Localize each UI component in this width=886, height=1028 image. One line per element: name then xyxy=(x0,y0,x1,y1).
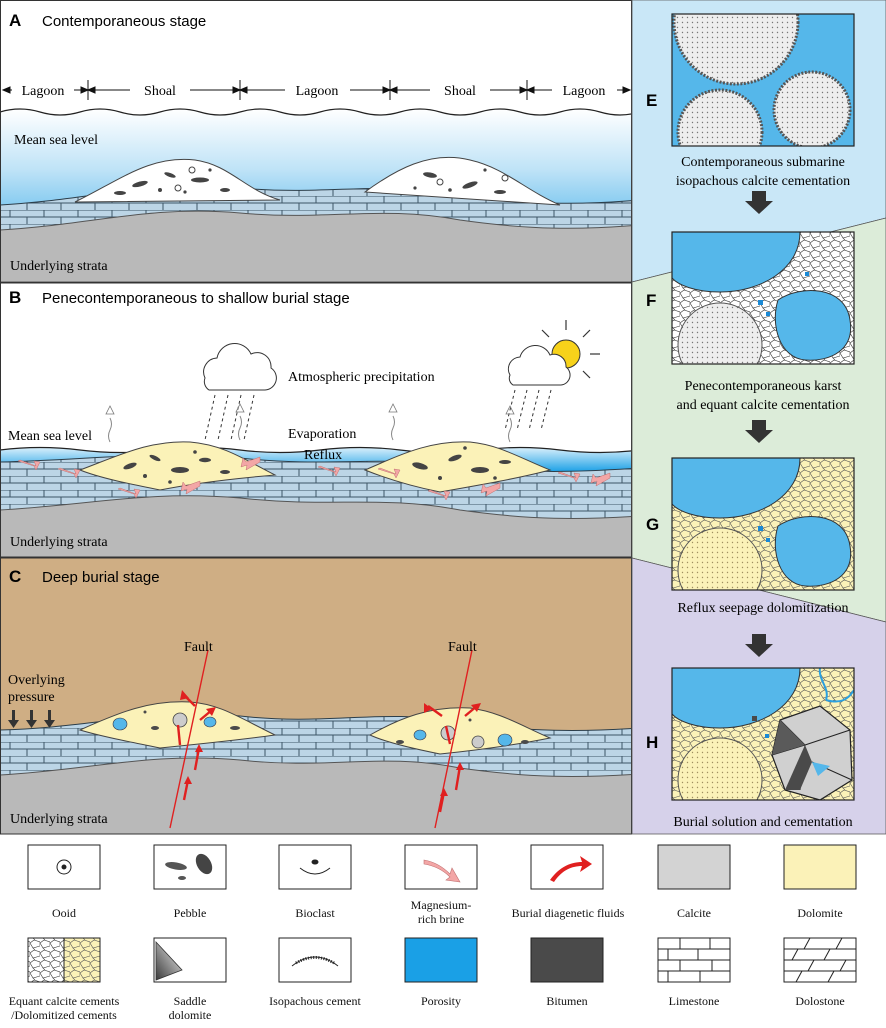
sea-level-label: Mean sea level xyxy=(14,133,98,148)
legend-swatch-brine xyxy=(404,844,478,890)
fault-label: Fault xyxy=(184,640,213,655)
underlying-label: Underlying strata xyxy=(10,812,108,827)
right-column: E F G H Contemporaneous submarine isopac… xyxy=(631,0,886,835)
legend-label-limestone: Limestone xyxy=(668,994,720,1008)
caption-h: Burial solution and cementation xyxy=(673,815,852,830)
legend-swatch-limestone xyxy=(657,937,731,983)
legend-swatch-dolostone xyxy=(783,937,857,983)
panel-letter: H xyxy=(646,733,658,752)
legend-label-pebble: Pebble xyxy=(173,906,207,920)
pressure-label: pressure xyxy=(8,690,55,705)
legend-label-burial: Burial diagenetic fluids xyxy=(511,906,625,920)
panel-b: B Penecontemporaneous to shallow burial … xyxy=(0,283,632,557)
legend-swatch-dolomite xyxy=(783,844,857,890)
zone-label: Shoal xyxy=(444,84,476,99)
legend-swatch-pebble xyxy=(153,844,227,890)
legend-label-ooid: Ooid xyxy=(52,906,76,920)
legend-label-dolostone: Dolostone xyxy=(795,994,845,1008)
panel-letter: A xyxy=(9,11,21,30)
cloud-icon xyxy=(203,343,277,391)
caption-g: Reflux seepage dolomitization xyxy=(677,601,848,616)
legend-label-porosity: Porosity xyxy=(420,994,461,1008)
thin-section-g xyxy=(672,458,854,590)
panel-title: Contemporaneous stage xyxy=(42,13,206,30)
legend-label-bioclast: Bioclast xyxy=(295,906,335,920)
zone-label: Lagoon xyxy=(22,84,65,99)
zone-label: Lagoon xyxy=(563,84,606,99)
legend-label-saddle: Saddle dolomite xyxy=(168,994,212,1022)
pressure-label: Overlying xyxy=(8,673,65,688)
sea-level-label: Mean sea level xyxy=(8,429,92,444)
caption-e: Contemporaneous submarine xyxy=(681,155,845,170)
panel-letter: E xyxy=(646,91,657,110)
caption-e: isopachous calcite cementation xyxy=(676,174,850,189)
legend-label-bitumen: Bitumen xyxy=(546,994,588,1008)
panel-a: Lagoon Shoal Lagoon Shoal Lagoon A Conte… xyxy=(0,0,632,282)
underlying-label: Underlying strata xyxy=(10,259,108,274)
panel-title: Penecontemporaneous to shallow burial st… xyxy=(42,290,350,307)
zone-label: Lagoon xyxy=(296,84,339,99)
panel-letter: F xyxy=(646,291,656,310)
reflux-label: Reflux xyxy=(304,448,342,463)
panel-letter: B xyxy=(9,288,21,307)
legend xyxy=(27,844,857,983)
thin-section-f xyxy=(672,232,854,364)
zone-label: Shoal xyxy=(144,84,176,99)
caption-f: Penecontemporaneous karst xyxy=(685,379,842,394)
legend-swatch-burial xyxy=(530,844,604,890)
evaporation-label: Evaporation xyxy=(288,427,356,442)
legend-swatch-ooid xyxy=(27,844,101,890)
legend-swatch-isopachous xyxy=(278,937,352,983)
legend-swatch-bitumen xyxy=(530,937,604,983)
legend-swatch-calcite xyxy=(657,844,731,890)
thin-section-h xyxy=(672,668,854,800)
caption-f: and equant calcite cementation xyxy=(677,398,850,413)
panel-letter: G xyxy=(646,515,659,534)
cloud-icon xyxy=(507,345,571,386)
underlying-label: Underlying strata xyxy=(10,535,108,550)
legend-swatch-saddle xyxy=(153,937,227,983)
legend-swatch-equant xyxy=(27,937,101,983)
precipitation-label: Atmospheric precipitation xyxy=(288,370,435,385)
legend-swatch-porosity xyxy=(404,937,478,983)
legend-label-calcite: Calcite xyxy=(677,906,711,920)
legend-label-brine: Magnesium- rich brine xyxy=(410,898,472,926)
panel-c: C Deep burial stage Fault Fault Overlyin… xyxy=(0,558,632,834)
thin-section-e xyxy=(672,14,854,146)
legend-swatch-bioclast xyxy=(278,844,352,890)
legend-label-dolomite: Dolomite xyxy=(797,906,843,920)
legend-label-equant: Equant calcite cements /Dolomitized ceme… xyxy=(8,994,120,1022)
panel-title: Deep burial stage xyxy=(42,569,160,586)
panel-letter: C xyxy=(9,567,21,586)
fault-label: Fault xyxy=(448,640,477,655)
legend-label-isopachous: Isopachous cement xyxy=(269,994,361,1008)
